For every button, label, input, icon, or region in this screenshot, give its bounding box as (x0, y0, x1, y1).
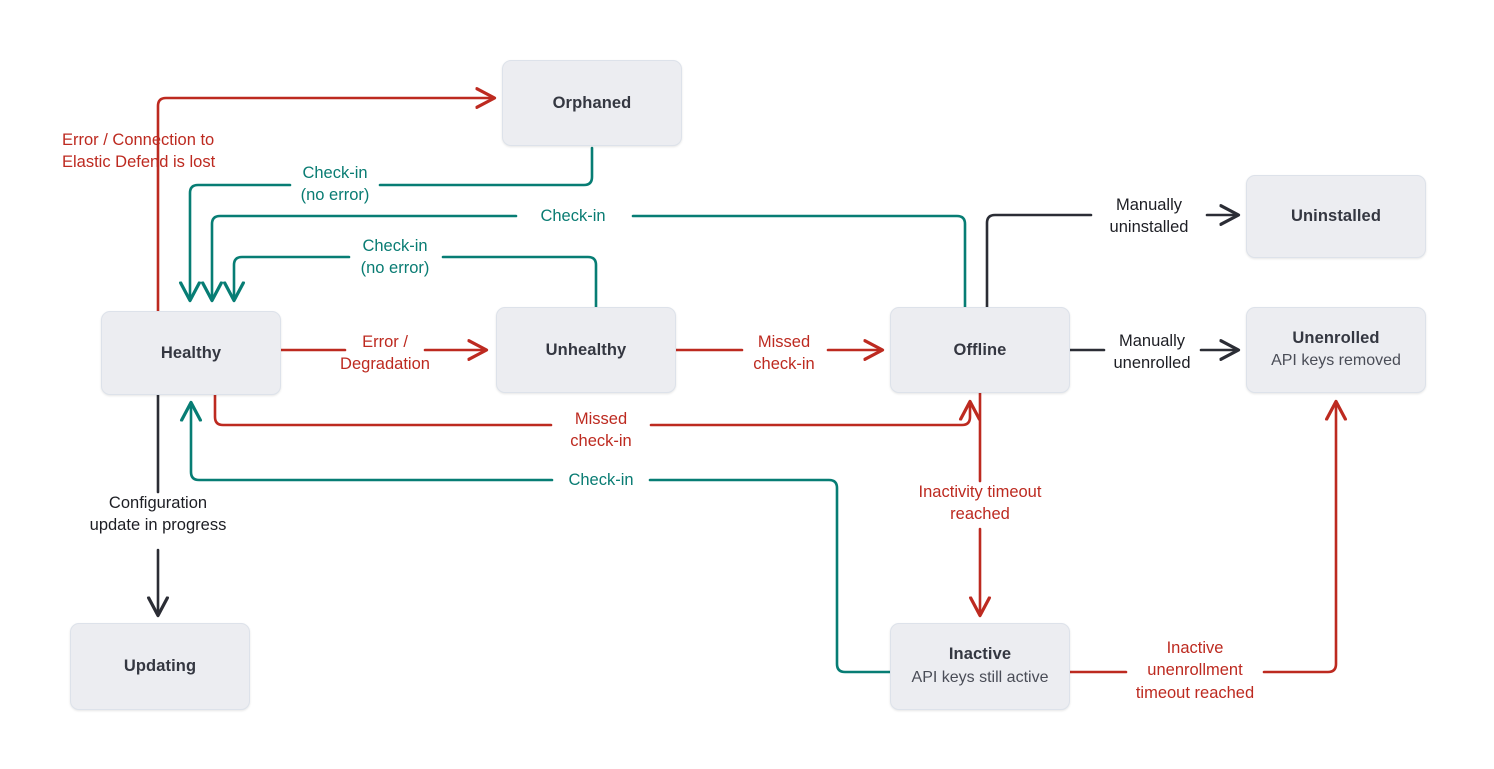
edge-label-healthy-to-updating: Configuration update in progress (89, 494, 227, 535)
node-orphaned[interactable]: Orphaned (502, 60, 682, 146)
node-offline[interactable]: Offline (890, 307, 1070, 393)
edge-label-offline-to-uninstalled: Manually uninstalled (1109, 196, 1189, 237)
edge-unhealthy-to-healthy (234, 255, 598, 307)
edge-offline-to-uninstalled (985, 215, 1238, 309)
edge-label-unhealthy-to-healthy: Check-in (no error) (360, 237, 430, 278)
edge-label-offline-to-inactive: Inactivity timeout reached (918, 483, 1042, 524)
edge-label-offline-to-healthy: Check-in (540, 207, 606, 225)
node-healthy-title: Healthy (160, 343, 222, 362)
edge-healthy-to-orphaned (156, 98, 494, 313)
edge-label-orphaned-to-healthy: Check-in (no error) (300, 164, 370, 205)
edge-inactive-to-unenrolled (1068, 402, 1336, 674)
edge-label-inactive-to-unenrolled: Inactive unenrollment timeout reached (1135, 639, 1255, 702)
edge-label-healthy-to-orphaned: Error / Connection to Elastic Defend is … (62, 131, 216, 172)
node-updating-title: Updating (123, 657, 197, 676)
edge-label-healthy-to-unhealthy: Error / Degradation (340, 333, 430, 374)
node-uninstalled[interactable]: Uninstalled (1246, 175, 1426, 258)
edge-offline-to-healthy (212, 214, 967, 307)
edge-label-offline-to-unenrolled: Manually unenrolled (1113, 332, 1191, 373)
node-unhealthy[interactable]: Unhealthy (496, 307, 676, 393)
node-offline-title: Offline (953, 340, 1007, 359)
node-uninstalled-title: Uninstalled (1290, 207, 1382, 226)
node-inactive[interactable]: Inactive API keys still active (890, 623, 1070, 710)
edge-label-healthy-to-offline: Missed check-in (570, 410, 632, 451)
edge-label-unhealthy-to-offline: Missed check-in (753, 333, 815, 374)
node-unhealthy-title: Unhealthy (545, 340, 627, 359)
node-inactive-subtitle: API keys still active (911, 668, 1049, 686)
edge-label-inactive-to-healthy: Check-in (568, 471, 634, 489)
node-unenrolled[interactable]: Unenrolled API keys removed (1246, 307, 1426, 393)
node-orphaned-title: Orphaned (552, 93, 632, 112)
edge-healthy-to-offline (213, 392, 970, 427)
edge-inactive-to-healthy (191, 403, 892, 674)
node-unenrolled-title: Unenrolled (1292, 328, 1380, 347)
edge-orphaned-to-healthy (190, 146, 594, 300)
node-inactive-title: Inactive (948, 645, 1012, 664)
node-healthy[interactable]: Healthy (101, 311, 281, 395)
node-unenrolled-subtitle: API keys removed (1271, 352, 1401, 370)
node-updating[interactable]: Updating (70, 623, 250, 710)
